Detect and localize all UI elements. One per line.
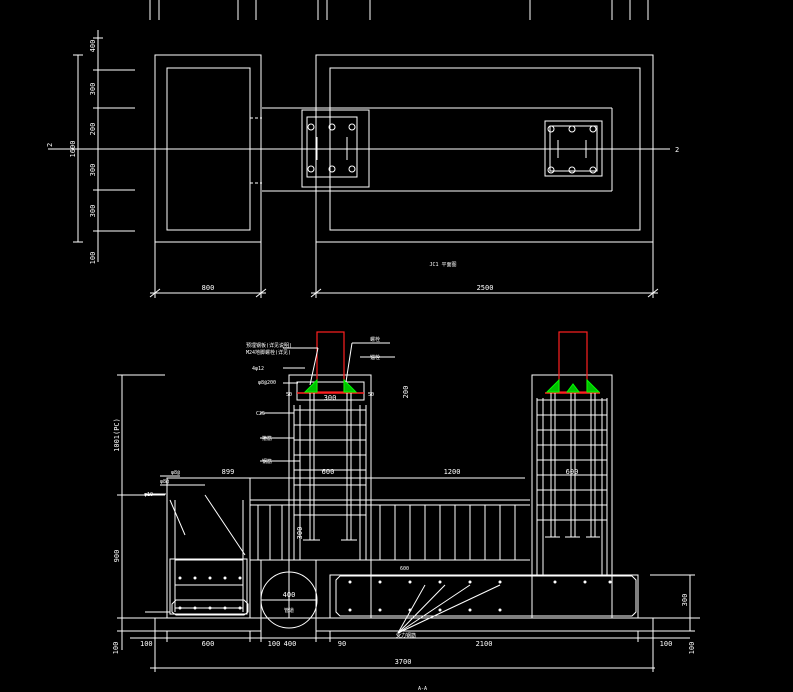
bottom-dim-3: 100 xyxy=(268,640,281,648)
section-height-3: 300 xyxy=(681,594,689,607)
plan-width-right: 2500 xyxy=(477,284,494,292)
pipe-text: 管道 xyxy=(284,607,294,614)
bottom-dim-4: 400 xyxy=(284,640,297,648)
plan-dim-6: 100 xyxy=(89,252,97,265)
left-footing-bars xyxy=(171,599,249,616)
note-bottom: 受力钢筋 xyxy=(396,632,416,639)
left-footing-section xyxy=(166,477,251,619)
note-top-4: φ8@200 xyxy=(258,380,276,386)
plan-dim-2: 300 xyxy=(89,83,97,96)
right-footing-bars xyxy=(335,575,637,617)
note-left-3: 钢筋 xyxy=(262,458,272,465)
mid-dim-3: 1200 xyxy=(444,468,461,476)
left-footing-core xyxy=(169,558,248,615)
section-mark-right: 2 xyxy=(675,146,679,154)
rebar-dots xyxy=(178,576,612,612)
right-pedestal xyxy=(531,374,613,619)
note-top-3: 4φ12 xyxy=(252,366,264,372)
top-dimension-ticks xyxy=(149,0,649,20)
plan-dim-1: 400 xyxy=(89,40,97,53)
bottom-right-100: 100 xyxy=(688,642,696,655)
vertical-dim: 300 xyxy=(296,527,304,540)
top-dim-1: 300 xyxy=(324,394,337,402)
plan-left-dim-chain xyxy=(73,30,135,262)
note-left-5: φ8@ xyxy=(160,479,169,485)
note-top-5: 螺栓 xyxy=(370,336,380,343)
plan-view: 400 300 200 300 300 100 1600 2 2 800 250… xyxy=(46,0,679,298)
mid-dim-4: 600 xyxy=(566,468,579,476)
mid-dim-1: 899 xyxy=(222,468,235,476)
plan-bottom-dim xyxy=(149,242,659,298)
right-footing-section xyxy=(329,574,639,619)
note-left-6: φ10 xyxy=(144,492,153,498)
stiffeners xyxy=(303,378,601,393)
bottom-left-100: 100 xyxy=(112,642,120,655)
note-top-2: M24地脚螺栓(详见) xyxy=(246,349,291,356)
note-top-1: 预埋钢板(详见说明) xyxy=(246,342,292,349)
note-left-2: 箍筋 xyxy=(262,435,272,442)
mid-dim-2: 600 xyxy=(322,468,335,476)
section-height-1: 1001(PC) xyxy=(113,418,121,452)
top-dim-3: 50 xyxy=(286,392,292,398)
base-slab-left xyxy=(154,617,262,632)
section-bottom-dims xyxy=(130,631,690,672)
note-left-4: φ8@ xyxy=(171,470,180,476)
base-plate-right xyxy=(544,120,603,177)
bottom-total: 3700 xyxy=(395,658,412,666)
beam-stirrups xyxy=(257,505,516,560)
note-left-1: C25 xyxy=(256,411,265,417)
bottom-dim-5: 90 xyxy=(338,640,346,648)
plan-dim-total: 1600 xyxy=(69,141,77,158)
note-top-6: 锚栓 xyxy=(370,354,380,361)
note-beam: 600 xyxy=(400,566,409,572)
steel-column-right xyxy=(558,331,588,393)
plan-caption: JC1 平面图 xyxy=(429,262,456,268)
left-cap xyxy=(296,381,365,401)
section-left-dims xyxy=(117,374,695,650)
pipe-opening xyxy=(260,559,317,619)
bottom-tag: A-A xyxy=(418,686,427,692)
left-pedestal-rebar xyxy=(293,405,367,560)
base-plate-left xyxy=(301,109,370,188)
plan-dim-5: 300 xyxy=(89,205,97,218)
right-pedestal-rebar xyxy=(536,398,608,575)
section-mark-left: 2 xyxy=(46,143,54,147)
bottom-dim-7: 100 xyxy=(660,640,673,648)
pipe-size: 400 xyxy=(283,591,296,599)
plan-dim-4: 300 xyxy=(89,164,97,177)
bottom-dim-1: 100 xyxy=(140,640,153,648)
plan-width-left: 800 xyxy=(202,284,215,292)
top-dim-2: 200 xyxy=(402,386,410,399)
base-slab-right xyxy=(315,617,654,632)
left-footing-rebar xyxy=(169,494,246,612)
section-view: 400 管道 1001(PC) 900 300 300 200 50 50 89… xyxy=(112,331,700,692)
top-dim-4: 50 xyxy=(368,392,374,398)
bottom-dim-6: 2100 xyxy=(476,640,493,648)
plan-dim-3: 200 xyxy=(89,123,97,136)
steel-column-left xyxy=(316,331,345,393)
bottom-dim-2: 600 xyxy=(202,640,215,648)
leader-lines xyxy=(145,342,501,634)
section-height-2: 900 xyxy=(113,550,121,563)
